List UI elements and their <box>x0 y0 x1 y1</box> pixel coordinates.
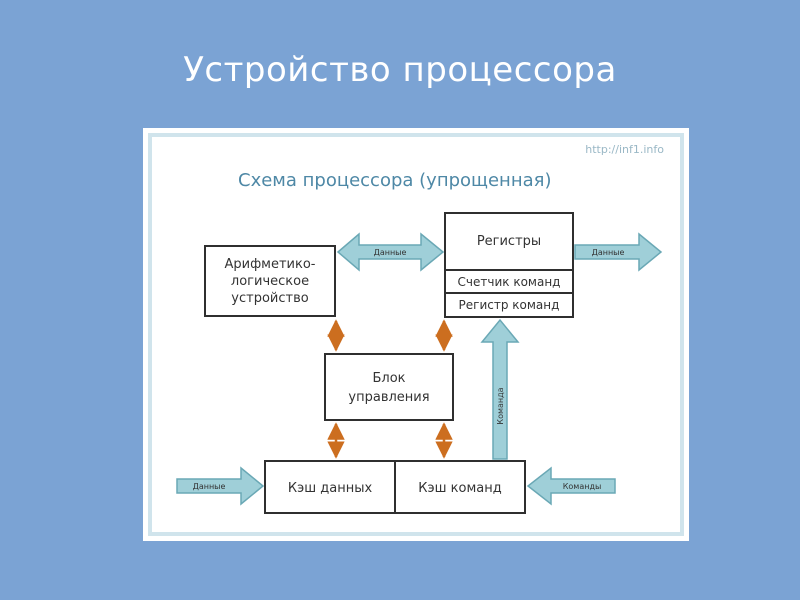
diagram-canvas: http://inf1.info Схема процессора (упрощ… <box>148 133 684 536</box>
program-counter-label: Счетчик команд <box>458 275 561 289</box>
control-unit-line2: управления <box>348 390 429 405</box>
diagram-heading: Схема процессора (упрощенная) <box>238 170 551 191</box>
data-cache-box <box>264 460 396 514</box>
alu-label-line1: Арифметико- <box>224 257 315 272</box>
data-cache-label: Кэш данных <box>288 481 373 496</box>
data-in-arrow-label: Данные <box>193 482 226 491</box>
registers-box <box>444 212 574 318</box>
alu-registers-arrow <box>336 232 445 272</box>
commands-in-arrow-label: Команды <box>563 482 602 491</box>
control-unit-line1: Блок <box>372 371 405 386</box>
command-up-arrow <box>480 318 520 460</box>
alu-box <box>204 245 336 317</box>
registers-out-arrow <box>574 232 663 272</box>
commands-in-arrow <box>526 466 616 506</box>
alu-registers-arrow-label: Данные <box>374 248 407 257</box>
alu-label-line2: логическое <box>231 274 309 289</box>
data-in-arrow <box>176 466 265 506</box>
registers-title: Регистры <box>477 234 541 249</box>
registers-out-arrow-label: Данные <box>592 248 625 257</box>
alu-label-line3: устройство <box>231 291 308 306</box>
command-cache-box <box>394 460 526 514</box>
source-url: http://inf1.info <box>585 143 664 156</box>
processor-diagram: http://inf1.info Схема процессора (упрощ… <box>143 128 689 541</box>
control-unit-box <box>324 353 454 421</box>
command-register-label: Регистр команд <box>459 298 560 312</box>
command-up-arrow-label: Команда <box>496 387 505 424</box>
slide-title: Устройство процессора <box>183 50 617 90</box>
command-cache-label: Кэш команд <box>418 481 501 496</box>
diagram-frame <box>148 133 684 536</box>
